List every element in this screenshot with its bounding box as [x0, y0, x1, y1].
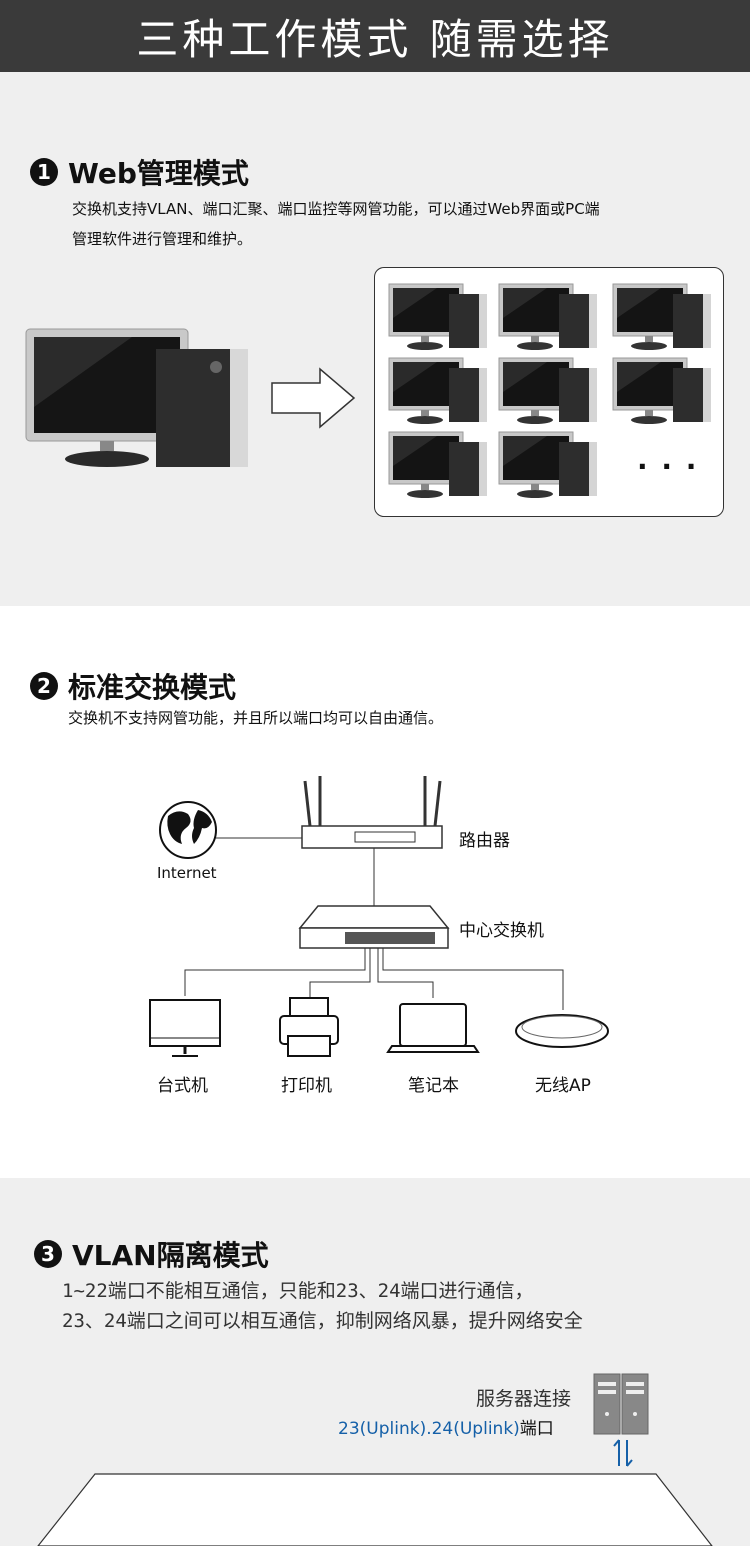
globe-icon	[159, 801, 217, 859]
bidirectional-arrow-icon	[613, 1439, 633, 1467]
section-title-text: 标准交换模式	[68, 671, 237, 704]
small-pc-icon	[498, 431, 597, 498]
uplink-suffix: 端口	[519, 1419, 554, 1439]
page-title: 三种工作模式 随需选择	[136, 14, 614, 64]
section-title-text: Web管理模式	[68, 157, 249, 190]
page-header: 三种工作模式 随需选择	[0, 0, 750, 72]
uplink-label: 23(Uplink).24(Uplink)端口	[338, 1414, 554, 1439]
server-label: 服务器连接	[476, 1388, 572, 1410]
pc-grid	[388, 283, 711, 498]
small-pc-icon	[498, 357, 597, 424]
section-description: 交换机支持VLAN、端口汇聚、端口监控等网管功能，可以通过Web界面或PC端 管…	[72, 194, 600, 254]
printer-label: 打印机	[281, 1076, 332, 1096]
small-pc-icon	[612, 283, 711, 350]
small-pc-icon	[388, 283, 487, 350]
internet-label: Internet	[157, 864, 217, 882]
switch-label: 中心交换机	[459, 921, 544, 941]
desktop-icon	[149, 999, 221, 1057]
section-vlan-mode: 3 VLAN隔离模式 1~22端口不能相互通信，只能和23、24端口进行通信， …	[0, 1178, 750, 1546]
section-title-text: VLAN隔离模式	[72, 1239, 269, 1272]
section-web-mode: 1 Web管理模式 交换机支持VLAN、端口汇聚、端口监控等网管功能，可以通过W…	[0, 72, 750, 606]
small-pc-icon	[612, 357, 711, 424]
section-title-web: 1 Web管理模式	[30, 152, 249, 192]
section-standard-mode: 2 标准交换模式 交换机不支持网管功能，并且所以端口均可以自由通信。	[0, 606, 750, 1178]
section-description: 1~22端口不能相互通信，只能和23、24端口进行通信， 23、24端口之间可以…	[62, 1276, 583, 1336]
number-badge: 2	[30, 672, 58, 700]
switch-top-outline	[37, 1473, 713, 1546]
router-icon	[301, 776, 443, 849]
laptop-label: 笔记本	[408, 1076, 459, 1096]
small-pc-icon	[498, 283, 597, 350]
section-title-standard: 2 标准交换模式	[30, 666, 236, 706]
pc-illustration	[25, 328, 248, 467]
network-diagram	[149, 776, 609, 1057]
desc-line: 交换机支持VLAN、端口汇聚、端口监控等网管功能，可以通过Web界面或PC端	[72, 200, 600, 218]
arrow-right-icon	[271, 367, 356, 429]
desc-line: 1~22端口不能相互通信，只能和23、24端口进行通信，	[62, 1280, 534, 1302]
uplink-ports: 23(Uplink).24(Uplink)	[338, 1419, 520, 1439]
router-label: 路由器	[459, 831, 510, 851]
small-pc-icon	[388, 431, 487, 498]
switch-icon	[298, 905, 450, 949]
ellipsis: · · ·	[637, 450, 699, 483]
small-pc-icon	[388, 357, 487, 424]
wireless-ap-icon	[515, 1014, 609, 1048]
section-description: 交换机不支持网管功能，并且所以端口均可以自由通信。	[68, 709, 444, 727]
vlan-diagram	[37, 1373, 713, 1546]
ap-label: 无线AP	[535, 1076, 591, 1096]
laptop-icon	[386, 1003, 480, 1053]
number-badge: 1	[30, 158, 58, 186]
pc-grid-box: · · ·	[374, 267, 724, 517]
desc-line: 管理软件进行管理和维护。	[72, 230, 253, 248]
desktop-label: 台式机	[157, 1076, 208, 1096]
server-icon	[593, 1373, 649, 1435]
number-badge: 3	[34, 1240, 62, 1268]
section-title-vlan: 3 VLAN隔离模式	[34, 1234, 269, 1274]
desc-line: 23、24端口之间可以相互通信，抑制网络风暴，提升网络安全	[62, 1310, 583, 1332]
printer-icon	[279, 997, 339, 1057]
